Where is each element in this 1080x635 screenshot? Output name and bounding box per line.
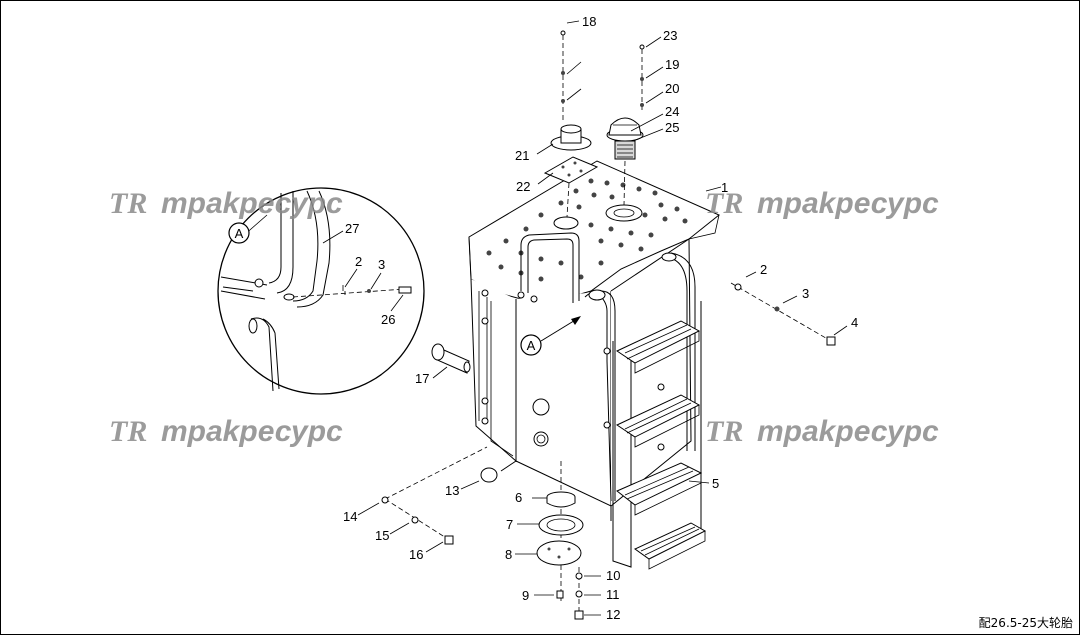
watermark-logo: TR (705, 187, 743, 220)
label-22: 22 (516, 179, 530, 194)
label-25: 25 (665, 120, 679, 135)
top-plate-holes (486, 178, 688, 282)
left-cap-assembly (543, 30, 599, 218)
label-2: 2 (760, 262, 767, 277)
label-5: 5 (712, 476, 719, 491)
label-1: 1 (721, 180, 728, 195)
label-4: 4 (851, 315, 858, 330)
watermark-brand: трakресурс (161, 415, 343, 448)
label-23: 23 (663, 28, 677, 43)
watermark-bottom-right: TR трakресурс (705, 415, 939, 448)
callout-a-markers: A A (228, 222, 581, 356)
watermark-logo: TR (109, 415, 147, 448)
watermark-logo: TR (705, 415, 743, 448)
step-ladder (603, 301, 707, 570)
watermark-logo: TR (109, 187, 147, 220)
label-19: 19 (665, 57, 679, 72)
label-18: 18 (582, 14, 596, 29)
part-number-labels: 1 2 3 4 5 6 7 8 9 10 11 12 13 14 15 16 1… (343, 14, 858, 622)
side-port-parts (431, 343, 498, 483)
label-10: 10 (606, 568, 620, 583)
watermark-top-left: TR трakресурс (109, 187, 343, 220)
label-14: 14 (343, 509, 357, 524)
leader-lines (322, 20, 848, 616)
label-17: 17 (415, 371, 429, 386)
watermark-bottom-left: TR трakресурс (109, 415, 343, 448)
label-20: 20 (665, 81, 679, 96)
detail-label-26: 26 (381, 312, 395, 327)
label-6: 6 (515, 490, 522, 505)
label-12: 12 (606, 607, 620, 622)
label-13: 13 (445, 483, 459, 498)
right-cap-assembly (606, 44, 645, 206)
bottom-cover-parts (536, 461, 584, 620)
label-27: 27 (345, 221, 359, 236)
label-7: 7 (506, 517, 513, 532)
label-3: 3 (802, 286, 809, 301)
watermark-top-right: TR трakресурс (705, 187, 939, 220)
label-8: 8 (505, 547, 512, 562)
callout-a-main: A (527, 338, 536, 353)
detail-label-3: 3 (378, 257, 385, 272)
detail-label-2: 2 (355, 254, 362, 269)
label-11: 11 (606, 587, 620, 602)
label-24: 24 (665, 104, 679, 119)
label-16: 16 (409, 547, 423, 562)
watermark-brand: трakресурс (161, 187, 343, 220)
watermark-brand: трakресурс (757, 415, 939, 448)
label-21: 21 (515, 148, 529, 163)
label-15: 15 (375, 528, 389, 543)
figure-caption: 配26.5-25大轮胎 (978, 616, 1073, 630)
fastener-lines (381, 282, 836, 545)
callout-a-detail: A (235, 226, 244, 241)
label-9: 9 (522, 588, 529, 603)
detail-view-a (217, 187, 425, 395)
watermark-brand: трakресурс (757, 187, 939, 220)
